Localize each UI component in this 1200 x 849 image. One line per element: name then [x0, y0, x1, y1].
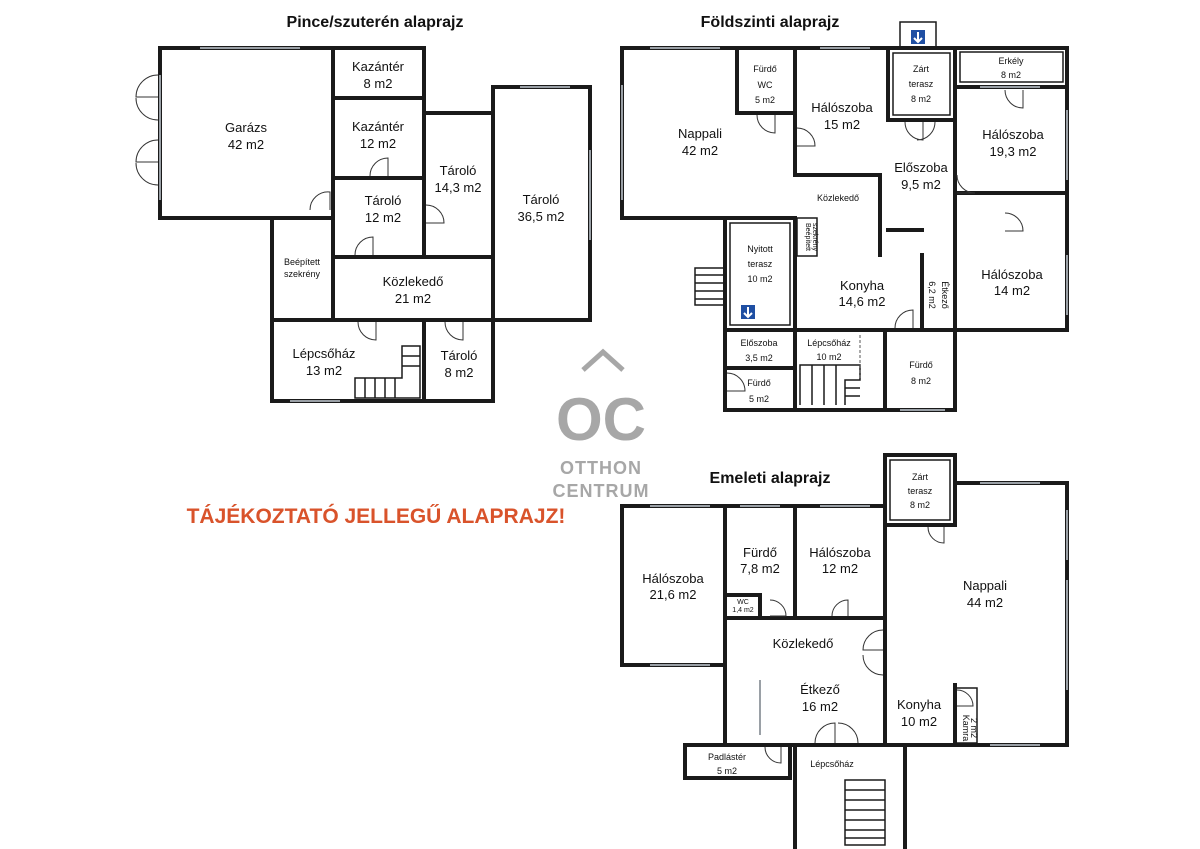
ground-floor-title: Földszinti alaprajz [701, 14, 840, 31]
ground-closet-label-2: szekrény [811, 223, 818, 252]
basement-corridor-label: Közlekedő [383, 274, 444, 289]
upper-kitchen-label: Konyha [897, 697, 942, 712]
upper-floor-title: Emeleti alaprajz [710, 470, 831, 487]
basement-plan: Garázs 42 m2 Kazántér 8 m2 Kazántér 12 m… [135, 46, 592, 403]
upper-living-area: 44 m2 [967, 595, 1003, 610]
upper-corridor-label: Közlekedő [773, 636, 834, 651]
ground-bedroom-193-area: 19,3 m2 [990, 144, 1037, 159]
ground-living-label: Nappali [678, 126, 722, 141]
upper-dining-area: 16 m2 [802, 699, 838, 714]
ground-kitchen-label: Konyha [840, 278, 885, 293]
upper-bedroom-12-label: Hálószoba [809, 545, 871, 560]
logo-initials: OC [556, 386, 646, 453]
ground-closed-terrace-label2: terasz [909, 79, 934, 89]
ground-open-terrace-label: Nyitott [747, 244, 773, 254]
otthon-centrum-logo: OC OTTHON CENTRUM [553, 348, 650, 501]
logo-roof-icon [581, 348, 625, 372]
basement-title: Pince/szuterén alaprajz [287, 14, 464, 31]
storage-12-label: Tároló [365, 193, 402, 208]
basement-corridor-area: 21 m2 [395, 291, 431, 306]
upper-attic-area: 5 m2 [717, 766, 737, 776]
upper-dining-label: Étkező [800, 682, 840, 697]
basement-closet-label-2: szekrény [284, 269, 321, 279]
logo-line2: CENTRUM [553, 481, 650, 501]
ground-dining-label: Étkező [940, 281, 950, 309]
ground-stairs-label: Lépcsőház [807, 338, 851, 348]
ground-closed-terrace-area: 8 m2 [911, 94, 931, 104]
ground-balcony-label: Erkély [998, 56, 1024, 66]
ground-stairs-area: 10 m2 [816, 352, 841, 362]
ground-corridor-label: Közlekedő [817, 193, 859, 203]
ground-bath-wc-label: Fürdő [753, 64, 777, 74]
upper-closed-terrace-area: 8 m2 [910, 500, 930, 510]
logo-line1: OTTHON [560, 458, 642, 478]
upper-attic-label: Padlástér [708, 752, 746, 762]
ground-dining-area: 6,2 m2 [927, 281, 937, 309]
boiler-room-2-label: Kazántér [352, 119, 405, 134]
upper-bedroom-216-label: Hálószoba [642, 571, 704, 586]
storage-8-area: 8 m2 [445, 365, 474, 380]
upper-kitchen-area: 10 m2 [901, 714, 937, 729]
storage-143-area: 14,3 m2 [435, 180, 482, 195]
upper-stairs-label: Lépcsőház [810, 759, 854, 769]
ground-bedroom-14-area: 14 m2 [994, 283, 1030, 298]
ground-bath-5-label: Fürdő [747, 378, 771, 388]
upper-wc-label: WC [737, 599, 749, 606]
upper-pantry-label: Kamra [961, 715, 971, 742]
ground-bath-8-area: 8 m2 [911, 376, 931, 386]
boiler-room-1-label: Kazántér [352, 59, 405, 74]
upper-closed-terrace-label2: terasz [908, 486, 933, 496]
storage-365-area: 36,5 m2 [518, 209, 565, 224]
upper-bath-label: Fürdő [743, 545, 777, 560]
upper-bath-area: 7,8 m2 [740, 561, 780, 576]
ground-hall-area: 9,5 m2 [901, 177, 941, 192]
ground-balcony-area: 8 m2 [1001, 70, 1021, 80]
ground-bath-5-area: 5 m2 [749, 394, 769, 404]
upper-pantry-area: 2 m2 [969, 718, 979, 738]
upper-living-label: Nappali [963, 578, 1007, 593]
upper-wc-area: 1,4 m2 [732, 607, 754, 614]
basement-stairs-label: Lépcsőház [293, 346, 356, 361]
garage-area: 42 m2 [228, 137, 264, 152]
ground-bath-wc-area: 5 m2 [755, 95, 775, 105]
storage-8-label: Tároló [441, 348, 478, 363]
ground-bath-8-label: Fürdő [909, 360, 933, 370]
ground-bedroom-14-label: Hálószoba [981, 267, 1043, 282]
boiler-room-2-area: 12 m2 [360, 136, 396, 151]
ground-small-hall-area: 3,5 m2 [745, 353, 773, 363]
basement-closet-label-1: Beépített [284, 257, 321, 267]
storage-365-label: Tároló [523, 192, 560, 207]
ground-small-hall-label: Előszoba [740, 338, 777, 348]
storage-12-area: 12 m2 [365, 210, 401, 225]
warning-text: TÁJÉKOZTATÓ JELLEGŰ ALAPRAJZ! [187, 504, 566, 528]
ground-open-terrace-area: 10 m2 [747, 274, 772, 284]
ground-kitchen-area: 14,6 m2 [839, 294, 886, 309]
upper-bedroom-216-area: 21,6 m2 [650, 587, 697, 602]
boiler-room-1-area: 8 m2 [364, 76, 393, 91]
ground-floor-plan: Nappali 42 m2 Fürdő WC 5 m2 Hálószoba 15… [620, 21, 1069, 412]
ground-living-area: 42 m2 [682, 143, 718, 158]
upper-closed-terrace-label: Zárt [912, 472, 929, 482]
ground-closed-terrace-label: Zárt [913, 64, 930, 74]
ground-bedroom-193-label: Hálószoba [982, 127, 1044, 142]
basement-stairs-area: 13 m2 [306, 363, 342, 378]
ground-closet-label-1: Beépített [804, 223, 811, 251]
ground-bedroom-15-label: Hálószoba [811, 100, 873, 115]
ground-bedroom-15-area: 15 m2 [824, 117, 860, 132]
garage-label: Garázs [225, 120, 267, 135]
ground-hall-label: Előszoba [894, 160, 948, 175]
storage-143-label: Tároló [440, 163, 477, 178]
upper-floor-plan: Zárt terasz 8 m2 Hálószoba 21,6 m2 Fürdő… [620, 453, 1069, 849]
upper-bedroom-12-area: 12 m2 [822, 561, 858, 576]
ground-bath-wc-label2: WC [758, 80, 773, 90]
ground-open-terrace-label2: terasz [748, 259, 773, 269]
